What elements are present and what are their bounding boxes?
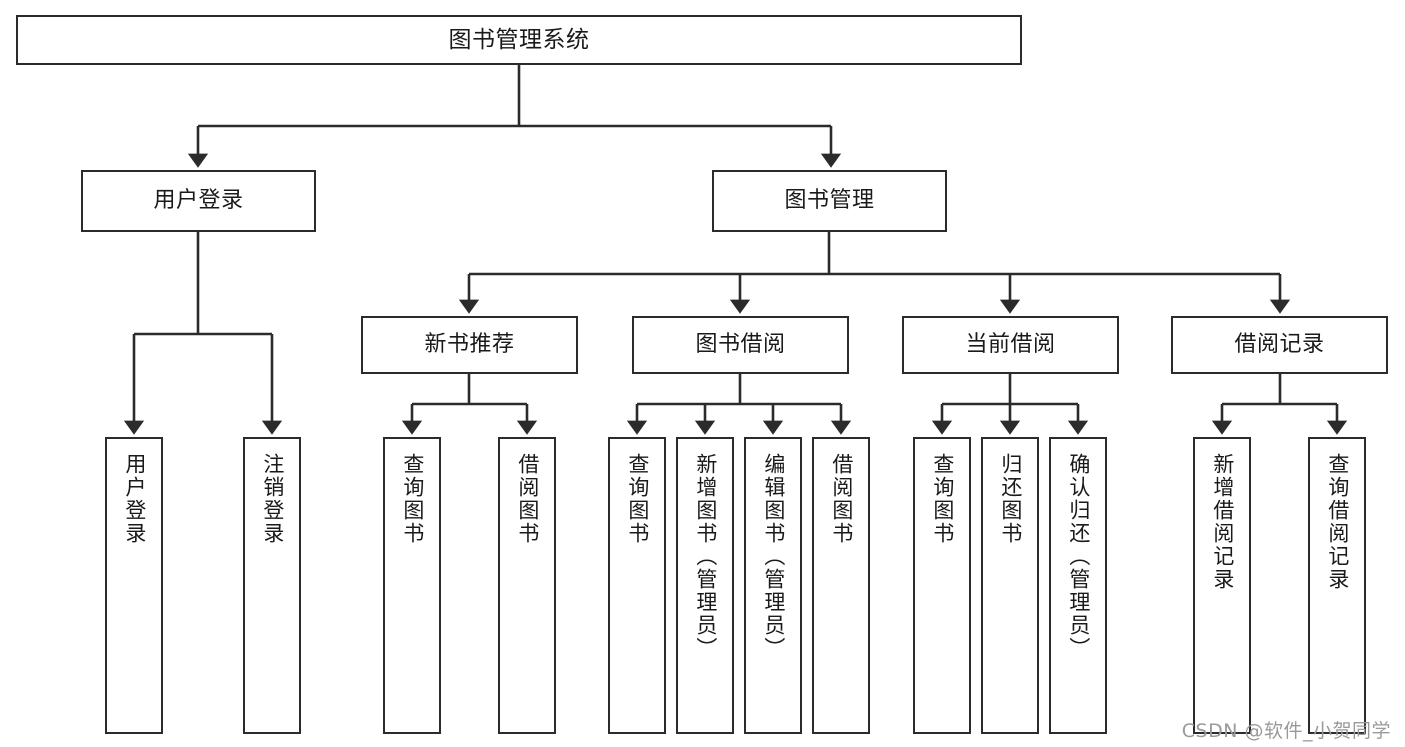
node-label: 图书借阅 xyxy=(695,332,786,358)
leaf-book-borrow-borrow-book[interactable]: 借阅图书 xyxy=(812,437,870,734)
leaf-book-borrow-query-book[interactable]: 查询图书 xyxy=(608,437,666,734)
node-label: 图书管理系统 xyxy=(448,26,590,53)
node-label: 新增图书（管理员） xyxy=(693,453,718,660)
node-label: 新增借阅记录 xyxy=(1210,453,1235,591)
leaf-current-borrow-query-book[interactable]: 查询图书 xyxy=(913,437,971,734)
node-label: 借阅图书 xyxy=(829,453,854,545)
leaf-borrow-record-query-record[interactable]: 查询借阅记录 xyxy=(1308,437,1366,734)
node-label: 当前借阅 xyxy=(965,332,1056,358)
node-label: 图书管理 xyxy=(784,188,875,214)
node-label: 查询图书 xyxy=(400,453,425,545)
node-label: 借阅记录 xyxy=(1234,332,1325,358)
leaf-book-borrow-add-book-admin[interactable]: 新增图书（管理员） xyxy=(676,437,734,734)
leaf-current-borrow-confirm-return-admin[interactable]: 确认归还（管理员） xyxy=(1049,437,1107,734)
node-new-book-recommend[interactable]: 新书推荐 xyxy=(361,316,578,374)
leaf-user-login-logout[interactable]: 注销登录 xyxy=(243,437,301,734)
leaf-user-login-login[interactable]: 用户登录 xyxy=(105,437,163,734)
node-current-borrow[interactable]: 当前借阅 xyxy=(902,316,1119,374)
node-borrow-record[interactable]: 借阅记录 xyxy=(1171,316,1388,374)
node-user-login[interactable]: 用户登录 xyxy=(81,170,316,232)
node-label: 借阅图书 xyxy=(515,453,540,545)
node-book-management[interactable]: 图书管理 xyxy=(712,170,947,232)
node-label: 用户登录 xyxy=(153,188,244,214)
node-label: 归还图书 xyxy=(998,453,1023,545)
leaf-new-book-borrow-book[interactable]: 借阅图书 xyxy=(498,437,556,734)
leaf-book-borrow-edit-book-admin[interactable]: 编辑图书（管理员） xyxy=(744,437,802,734)
node-label: 查询图书 xyxy=(625,453,650,545)
node-label: 查询借阅记录 xyxy=(1325,453,1350,591)
csdn-watermark: CSDN @软件_小贺同学 xyxy=(1181,720,1391,742)
node-label: 新书推荐 xyxy=(424,332,515,358)
node-label: 查询图书 xyxy=(930,453,955,545)
leaf-current-borrow-return-book[interactable]: 归还图书 xyxy=(981,437,1039,734)
node-label: 编辑图书（管理员） xyxy=(761,453,786,660)
node-book-borrow[interactable]: 图书借阅 xyxy=(632,316,849,374)
node-label: 确认归还（管理员） xyxy=(1066,453,1091,660)
node-label: 注销登录 xyxy=(260,453,285,545)
node-label: 用户登录 xyxy=(122,453,147,545)
node-root-book-management-system[interactable]: 图书管理系统 xyxy=(16,15,1022,65)
leaf-new-book-query-book[interactable]: 查询图书 xyxy=(383,437,441,734)
leaf-borrow-record-add-record[interactable]: 新增借阅记录 xyxy=(1193,437,1251,734)
